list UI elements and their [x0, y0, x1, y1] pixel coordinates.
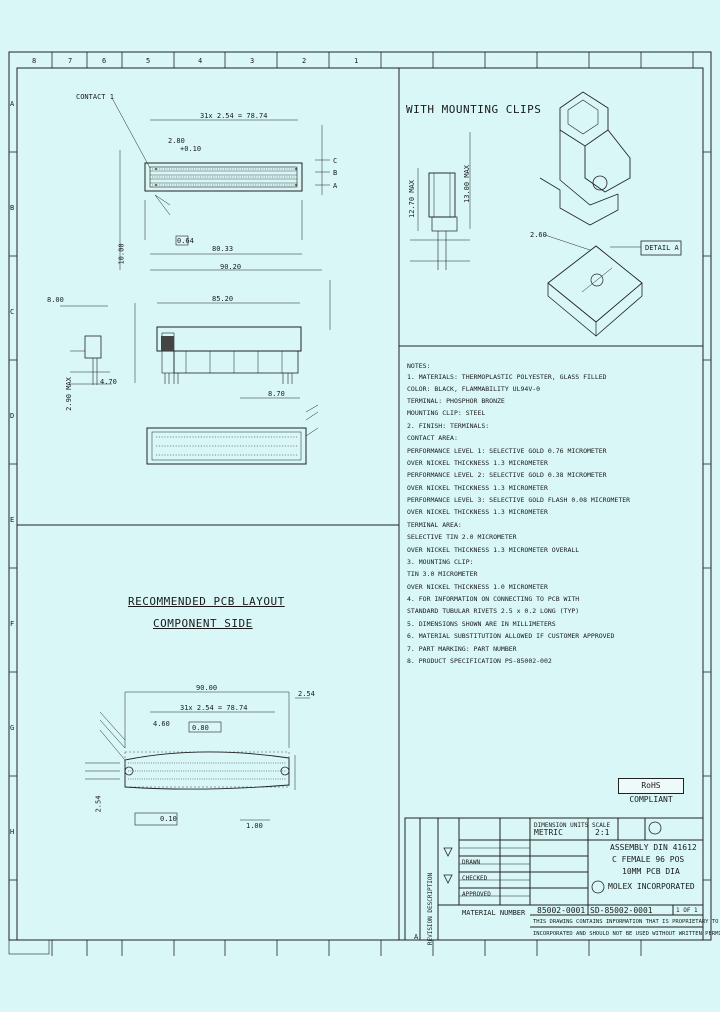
- tb-material: MATERIAL NUMBER: [462, 909, 526, 917]
- contact-label: CONTACT 1: [76, 93, 114, 101]
- layout-dim-right: 2.54: [298, 690, 315, 698]
- note-line: 3. MOUNTING CLIP:: [407, 558, 474, 566]
- row-label-c: C: [333, 157, 338, 165]
- note-line: PERFORMANCE LEVEL 2: SELECTIVE GOLD 0.38…: [407, 471, 607, 479]
- note-line: 7. PART MARKING: PART NUMBER: [407, 645, 517, 653]
- note-line: STANDARD TUBULAR RIVETS 2.5 x 0.2 LONG (…: [407, 607, 580, 615]
- zone-side-d: D: [10, 412, 15, 420]
- zone-side-g: G: [10, 724, 15, 732]
- v2-dim-left: 8.00: [47, 296, 64, 304]
- tb-desc2: C FEMALE 96 POS: [612, 855, 685, 864]
- dim-width: 90.20: [220, 263, 242, 271]
- note-line: PERFORMANCE LEVEL 3: SELECTIVE GOLD FLAS…: [407, 496, 631, 504]
- dim-280: 2.80: [168, 137, 185, 145]
- tb-scale-label: SCALE: [592, 822, 611, 829]
- mount-dim-max: 13.00 MAX: [462, 165, 471, 203]
- layout-dim-pitch: 31x 2.54 = 78.74: [180, 704, 248, 712]
- tb-sheet: 1 OF 1: [676, 907, 698, 914]
- mount-dim-side: 12.70 MAX: [407, 180, 416, 218]
- layout-dim-total: 90.00: [196, 684, 218, 692]
- v2-dim-right: 8.70: [268, 390, 285, 398]
- dim-h: 10.00: [117, 243, 126, 265]
- note-line: SELECTIVE TIN 2.0 MICROMETER: [407, 533, 517, 541]
- mount-dim-clip: 2.60: [530, 231, 547, 239]
- note-line: COLOR: BLACK, FLAMMABILITY UL94V-0: [407, 385, 541, 393]
- tb-dims-units: DIMENSION UNITS: [534, 822, 589, 829]
- zone-side-a: A: [10, 100, 15, 108]
- v2-dim-min: 2.90 MAX: [64, 377, 73, 411]
- dim-pin: 0.64: [177, 237, 194, 245]
- note-line: 2. FINISH: TERMINALS:: [407, 422, 490, 430]
- tb-disclaimer2: INCORPORATED AND SHOULD NOT BE USED WITH…: [533, 931, 720, 937]
- note-line: TERMINAL AREA:: [407, 521, 462, 529]
- row-label-a: A: [333, 182, 338, 190]
- tb-approved: APPROVED: [462, 891, 491, 898]
- layout-dim-hole: 0.80: [192, 724, 209, 732]
- zone-top-5: 5: [146, 57, 151, 65]
- note-line: MOUNTING CLIP: STEEL: [407, 409, 486, 417]
- row-label-b: B: [333, 169, 338, 177]
- note-line: 1. MATERIALS: THERMOPLASTIC POLYESTER, G…: [407, 373, 607, 381]
- note-line: OVER NICKEL THICKNESS 1.3 MICROMETER: [407, 459, 548, 467]
- detail-label: DETAIL A: [645, 244, 679, 252]
- notes-header: NOTES:: [407, 362, 431, 370]
- mounting-title: WITH MOUNTING CLIPS: [406, 103, 542, 116]
- tb-disclaimer1: THIS DRAWING CONTAINS INFORMATION THAT I…: [533, 919, 720, 925]
- note-line: OVER NICKEL THICKNESS 1.3 MICROMETER: [407, 508, 548, 516]
- layout-dim-left: 4.60: [153, 720, 170, 728]
- note-line: 5. DIMENSIONS SHOWN ARE IN MILLIMETERS: [407, 620, 556, 628]
- tb-doc: 85002-0001: [537, 906, 586, 915]
- tb-rev: A: [414, 933, 419, 941]
- zone-side-b: B: [10, 204, 15, 212]
- note-line: CONTACT AREA:: [407, 434, 458, 442]
- note-line: PERFORMANCE LEVEL 1: SELECTIVE GOLD 0.76…: [407, 447, 607, 455]
- zone-top-4: 4: [198, 57, 203, 65]
- tb-company: MOLEX INCORPORATED: [608, 882, 695, 891]
- tb-revisions: REVISION DESCRIPTION: [427, 872, 435, 946]
- dim-010: +0.10: [180, 145, 202, 153]
- note-line: TERMINAL: PHOSPHOR BRONZE: [407, 397, 505, 405]
- tb-desc3: 10MM PCB DIA: [622, 867, 680, 876]
- tb-checked: CHECKED: [462, 875, 488, 882]
- zone-top-1: 1: [354, 57, 359, 65]
- tb-desc1: ASSEMBLY DIN 41612: [610, 843, 697, 852]
- note-line: OVER NICKEL THICKNESS 1.3 MICROMETER: [407, 484, 548, 492]
- tb-sd: SD-85002-0001: [590, 906, 653, 915]
- layout-dim-hole2: 0.10: [160, 815, 177, 823]
- tb-drawn: DRAWN: [462, 859, 481, 866]
- note-line: OVER NICKEL THICKNESS 1.0 MICROMETER: [407, 583, 548, 591]
- zone-top-2: 2: [302, 57, 307, 65]
- layout-title: RECOMMENDED PCB LAYOUT: [128, 595, 285, 608]
- zone-top-3: 3: [250, 57, 255, 65]
- zone-side-e: E: [10, 516, 15, 524]
- pin-array: [155, 168, 297, 351]
- note-line: 4. FOR INFORMATION ON CONNECTING TO PCB …: [407, 595, 580, 603]
- zone-top-7: 7: [68, 57, 73, 65]
- v2-dim-top: 85.20: [212, 295, 234, 303]
- rohs-badge: RoHS COMPLIANT: [618, 778, 684, 804]
- dim-overall: 80.33: [212, 245, 234, 253]
- tb-units: METRIC: [534, 828, 563, 837]
- zone-top-6: 6: [102, 57, 107, 65]
- note-line: 6. MATERIAL SUBSTITUTION ALLOWED IF CUST…: [407, 632, 615, 640]
- zone-top-8: 8: [32, 57, 37, 65]
- zone-side-c: C: [10, 308, 15, 316]
- v2-dim-bot: 4.70: [100, 378, 117, 386]
- zone-side-h: H: [10, 828, 15, 836]
- dim-pitch: 31x 2.54 = 78.74: [200, 112, 268, 120]
- layout-dim-edge2: 2.54: [94, 795, 103, 813]
- note-line: OVER NICKEL THICKNESS 1.3 MICROMETER OVE…: [407, 546, 580, 554]
- note-line: 8. PRODUCT SPECIFICATION PS-85002-002: [407, 657, 552, 665]
- note-line: TIN 3.0 MICROMETER: [407, 570, 478, 578]
- layout-dim-edge: 1.00: [246, 822, 263, 830]
- zone-side-f: F: [10, 620, 15, 628]
- layout-subtitle: COMPONENT SIDE: [153, 617, 253, 630]
- tb-scale: 2:1: [595, 828, 610, 837]
